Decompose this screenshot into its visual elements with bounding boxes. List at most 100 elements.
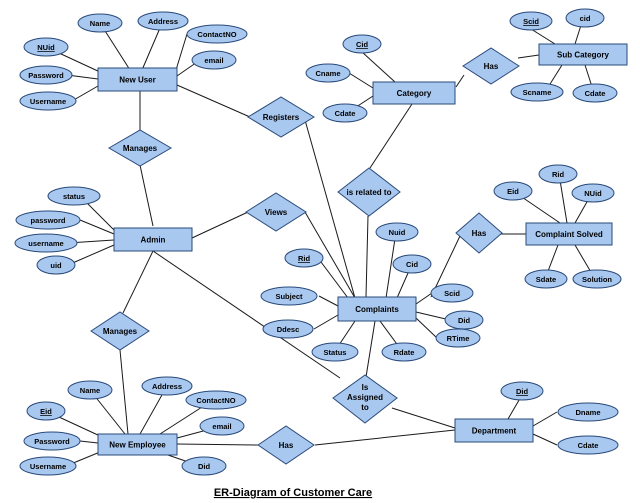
attr-solved-sdate[interactable]: Sdate bbox=[524, 269, 568, 289]
attr-employee-did[interactable]: Did bbox=[181, 456, 227, 476]
attr-complaints-nuid[interactable]: Nuid bbox=[375, 222, 419, 242]
entity-admin[interactable]: Admin bbox=[113, 227, 193, 252]
attr-employee-username[interactable]: Username bbox=[19, 456, 77, 476]
attr-new-user-contactno-label: ContactNO bbox=[197, 30, 236, 39]
attr-new-user-address[interactable]: Address bbox=[137, 11, 189, 31]
attr-solved-rid[interactable]: Rid bbox=[538, 164, 578, 184]
entity-department[interactable]: Department bbox=[454, 418, 534, 443]
attr-new-user-address-label: Address bbox=[148, 17, 178, 26]
entity-complaint-solved[interactable]: Complaint Solved bbox=[525, 222, 613, 246]
entity-new-user-label: New User bbox=[119, 76, 155, 85]
rel-has-department[interactable]: Has bbox=[257, 425, 315, 465]
rel-has-solved[interactable]: Has bbox=[455, 212, 503, 254]
attr-complaints-did[interactable]: Did bbox=[444, 310, 484, 330]
attr-employee-password[interactable]: Password bbox=[23, 431, 81, 451]
attr-new-user-password[interactable]: Password bbox=[19, 65, 73, 85]
attr-admin-status[interactable]: status bbox=[47, 186, 101, 206]
attr-employee-email[interactable]: email bbox=[199, 416, 245, 436]
entity-new-user[interactable]: New User bbox=[97, 67, 178, 92]
rel-manages-employee[interactable]: Manages bbox=[90, 311, 150, 351]
attr-employee-address[interactable]: Address bbox=[141, 376, 193, 396]
attr-subcategory-cdate[interactable]: Cdate bbox=[572, 83, 618, 103]
rel-views-label: Views bbox=[265, 208, 288, 217]
attr-department-dname[interactable]: Dname bbox=[557, 402, 619, 422]
attr-new-user-name-label: Name bbox=[90, 19, 110, 28]
attr-solved-solution[interactable]: Solution bbox=[572, 269, 622, 289]
entity-category-label: Category bbox=[397, 89, 432, 98]
attr-category-cname-label: Cname bbox=[315, 69, 340, 78]
attr-complaints-status[interactable]: Status bbox=[311, 342, 359, 362]
entity-sub-category[interactable]: Sub Category bbox=[538, 43, 628, 66]
attr-complaints-ddesc[interactable]: Ddesc bbox=[262, 319, 314, 339]
attr-solved-solution-label: Solution bbox=[582, 275, 612, 284]
rel-has-subcategory-label: Has bbox=[484, 62, 499, 71]
attr-complaints-nuid-label: Nuid bbox=[389, 228, 406, 237]
attr-subcategory-cdate-label: Cdate bbox=[585, 89, 606, 98]
attr-new-user-name[interactable]: Name bbox=[77, 13, 123, 33]
attr-category-cdate-label: Cdate bbox=[335, 109, 356, 118]
rel-manages-employee-label: Manages bbox=[103, 327, 138, 336]
rel-views[interactable]: Views bbox=[245, 192, 307, 232]
attr-complaints-subject[interactable]: Subject bbox=[260, 286, 318, 306]
attr-solved-nuid[interactable]: NUid bbox=[571, 183, 615, 203]
attr-admin-username-label: username bbox=[28, 239, 63, 248]
rel-is-related-to-label: is related to bbox=[347, 188, 392, 197]
attr-new-user-email[interactable]: email bbox=[191, 50, 237, 70]
attr-complaints-status-label: Status bbox=[324, 348, 347, 357]
attr-employee-name[interactable]: Name bbox=[67, 380, 113, 400]
attr-complaints-rid-label: Rid bbox=[298, 254, 311, 263]
rel-is-related-to[interactable]: is related to bbox=[337, 167, 401, 217]
rel-has-subcategory[interactable]: Has bbox=[462, 47, 520, 85]
attr-complaints-scid-label: Scid bbox=[444, 289, 460, 298]
attr-employee-contactno-label: ContactNO bbox=[196, 396, 235, 405]
attr-department-did-label: Did bbox=[516, 387, 529, 396]
attr-category-cname[interactable]: Cname bbox=[305, 63, 351, 83]
attr-solved-sdate-label: Sdate bbox=[536, 275, 556, 284]
attr-subcategory-scname-label: Scname bbox=[523, 88, 552, 97]
attr-subcategory-scname[interactable]: Scname bbox=[510, 82, 564, 102]
attr-new-user-nuid[interactable]: NUid bbox=[23, 37, 69, 57]
entities: New User Category Sub Category Admin Com… bbox=[97, 43, 628, 456]
entity-department-label: Department bbox=[472, 427, 517, 436]
attr-employee-eid[interactable]: Eid bbox=[26, 401, 66, 421]
entity-new-employee[interactable]: New Employee bbox=[97, 433, 178, 456]
attr-admin-username[interactable]: username bbox=[14, 233, 78, 253]
attr-admin-uid[interactable]: uid bbox=[36, 255, 76, 275]
entity-sub-category-label: Sub Category bbox=[557, 51, 610, 60]
attr-complaints-subject-label: Subject bbox=[275, 292, 303, 301]
rel-manages-user[interactable]: Manages bbox=[108, 129, 172, 167]
attr-complaints-cid[interactable]: Cid bbox=[392, 254, 432, 274]
attr-category-cdate[interactable]: Cdate bbox=[322, 103, 368, 123]
rel-has-department-label: Has bbox=[279, 441, 294, 450]
attr-employee-eid-label: Eid bbox=[40, 407, 52, 416]
attr-complaints-scid[interactable]: Scid bbox=[430, 283, 474, 303]
entity-category[interactable]: Category bbox=[372, 81, 456, 105]
attr-complaints-rtime[interactable]: RTime bbox=[435, 328, 481, 348]
attr-new-user-username[interactable]: Username bbox=[19, 91, 77, 111]
entity-complaints[interactable]: Complaints bbox=[337, 296, 417, 322]
attr-department-dname-label: Dname bbox=[575, 408, 600, 417]
attr-employee-did-label: Did bbox=[198, 462, 211, 471]
attr-subcategory-scid[interactable]: Scid bbox=[509, 11, 553, 31]
attr-employee-email-label: email bbox=[212, 422, 231, 431]
attr-category-cid[interactable]: Cid bbox=[342, 34, 382, 54]
attr-admin-password-label: password bbox=[30, 216, 65, 225]
attr-employee-username-label: Username bbox=[30, 462, 66, 471]
attr-department-did[interactable]: Did bbox=[500, 381, 544, 401]
attr-new-user-password-label: Password bbox=[28, 71, 64, 80]
attr-admin-password[interactable]: password bbox=[15, 210, 81, 230]
rel-registers[interactable]: Registers bbox=[247, 96, 315, 138]
attr-new-user-contactno[interactable]: ContactNO bbox=[186, 24, 248, 44]
attr-subcategory-cid[interactable]: cid bbox=[565, 8, 605, 28]
attr-complaints-rtime-label: RTime bbox=[447, 334, 470, 343]
attr-complaints-rdate[interactable]: Rdate bbox=[381, 342, 427, 362]
attr-solved-eid[interactable]: Eid bbox=[493, 181, 533, 201]
attr-department-cdate[interactable]: Cdate bbox=[557, 435, 619, 455]
rel-is-assigned-to[interactable]: Is Assigned to bbox=[332, 374, 398, 424]
attr-complaints-rid[interactable]: Rid bbox=[284, 248, 324, 268]
attr-employee-contactno[interactable]: ContactNO bbox=[185, 390, 247, 410]
attr-solved-rid-label: Rid bbox=[552, 170, 565, 179]
attr-category-cid-label: Cid bbox=[356, 40, 369, 49]
